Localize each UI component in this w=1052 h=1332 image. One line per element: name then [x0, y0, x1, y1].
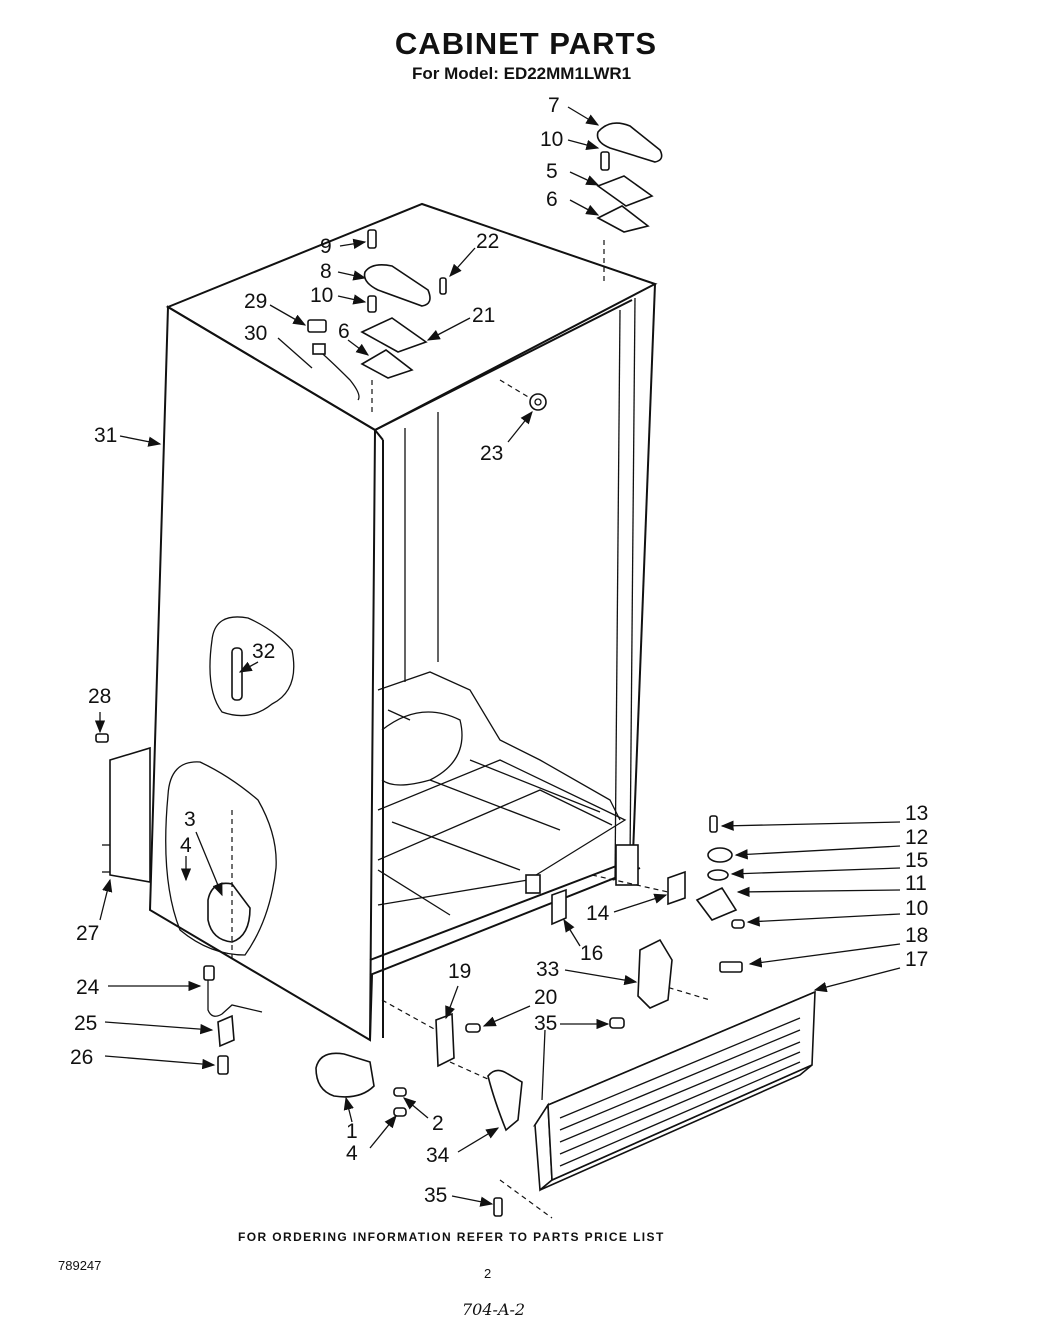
callout-19: 19 [448, 960, 471, 983]
plug-23 [499, 379, 547, 411]
side-cutout-lower [165, 761, 277, 960]
callout-25: 25 [74, 1012, 97, 1035]
hinge-upper-right-5-6 [596, 151, 654, 233]
callout-14: 14 [586, 902, 610, 925]
callout-10: 10 [540, 128, 563, 151]
page-title: CABINET PARTS [394, 26, 658, 61]
callout-33: 33 [536, 958, 559, 981]
callout-26: 26 [70, 1046, 93, 1069]
callout-10: 10 [310, 284, 333, 307]
callout-35: 35 [534, 1012, 557, 1035]
side-cutout-upper [209, 616, 295, 717]
callout-4: 4 [180, 834, 192, 857]
ordering-note: FOR ORDERING INFORMATION REFER TO PARTS … [238, 1230, 665, 1244]
callout-35: 35 [424, 1184, 447, 1207]
model-line: For Model: ED22MM1LWR1 [412, 64, 632, 83]
callout-28: 28 [88, 685, 111, 708]
callout-16: 16 [580, 942, 603, 965]
callout-12: 12 [905, 826, 928, 849]
callout-34: 34 [426, 1144, 450, 1167]
callout-10: 10 [905, 897, 928, 920]
callout-4: 4 [346, 1142, 358, 1165]
tube-24-clip-25-26 [203, 965, 263, 1075]
callout-3: 3 [184, 808, 196, 831]
bracket-19-20 [381, 999, 481, 1068]
callout-9: 9 [320, 235, 332, 258]
callout-23: 23 [480, 442, 503, 465]
callout-21: 21 [472, 304, 495, 327]
callout-22: 22 [476, 230, 499, 253]
callout-27: 27 [76, 922, 99, 945]
callout-32: 32 [252, 640, 275, 663]
callout-18: 18 [905, 924, 928, 947]
callout-1: 1 [346, 1120, 358, 1143]
cabinet-body [148, 202, 658, 1042]
callout-13: 13 [905, 802, 928, 825]
callout-20: 20 [534, 986, 557, 1009]
callout-17: 17 [905, 948, 928, 971]
callout-30: 30 [244, 322, 267, 345]
grille-17 [532, 961, 816, 1192]
document-number: 789247 [58, 1258, 102, 1273]
hinge-upper-left-parts [307, 229, 447, 401]
callout-5: 5 [546, 160, 558, 183]
screws-35 [493, 1017, 625, 1219]
electrical-box-27 [95, 733, 151, 883]
hinge-cover-7 [596, 122, 663, 163]
callout-2: 2 [432, 1112, 444, 1135]
callout-11: 11 [905, 872, 927, 895]
lower-hinge-1 [315, 1052, 407, 1117]
callout-labels: 7 10 5 6 9 8 10 22 29 21 30 6 23 31 32 2… [70, 94, 928, 1207]
lower-right-hinge-parts [551, 815, 745, 929]
callout-29: 29 [244, 290, 267, 313]
page-number: 2 [484, 1266, 492, 1281]
callout-24: 24 [76, 976, 100, 999]
callout-31: 31 [94, 424, 117, 447]
bracket-33 [637, 938, 673, 1009]
callout-15: 15 [905, 849, 928, 872]
leader-lines [94, 106, 901, 1207]
bracket-34 [449, 1061, 523, 1132]
callout-6: 6 [546, 188, 558, 211]
callout-7: 7 [548, 94, 560, 117]
callout-8: 8 [320, 260, 332, 283]
handwritten-note: 704-A-2 [462, 1300, 526, 1319]
callout-6: 6 [338, 320, 350, 343]
